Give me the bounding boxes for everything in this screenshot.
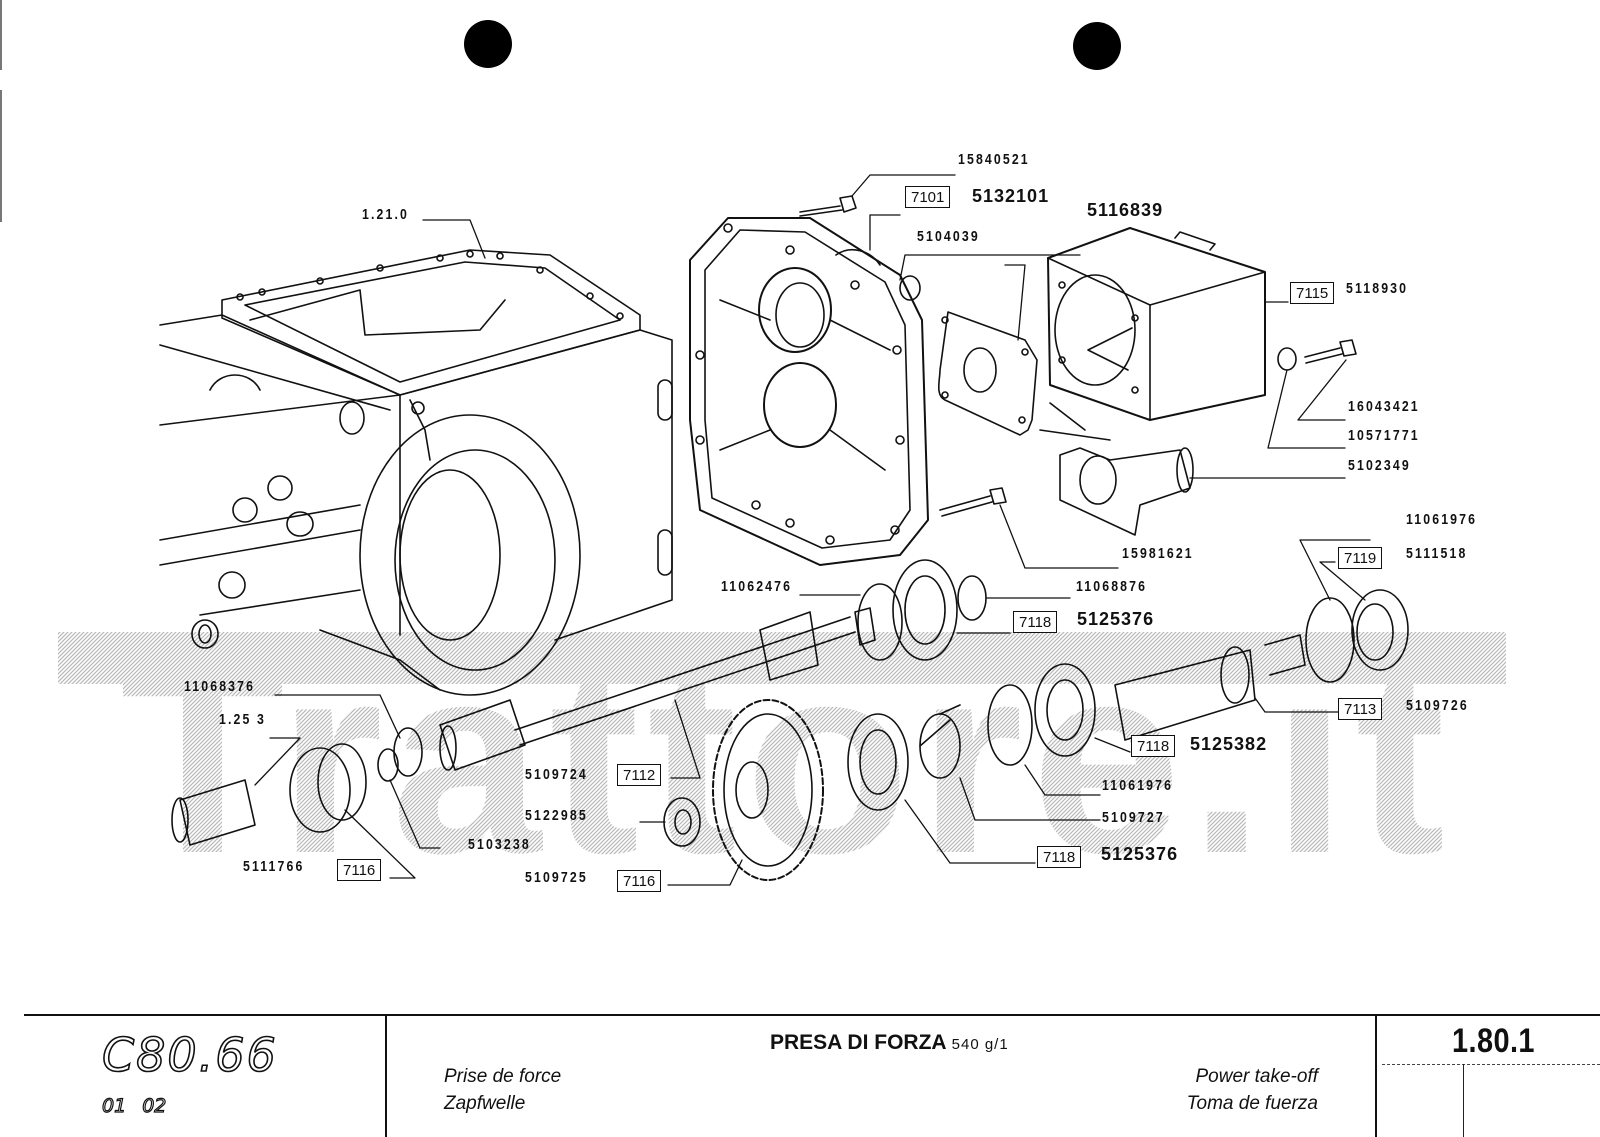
ref-box: 7101 [905, 186, 951, 208]
part-number-label: 5125382 [1190, 734, 1268, 754]
page-edge-mark [0, 0, 2, 70]
part-number-label: 5125376 [1077, 609, 1155, 629]
page-edge-mark [0, 90, 2, 222]
part-number-label: 5118930 [1346, 280, 1409, 297]
bolt [799, 195, 857, 217]
ref-box: 7118 [1131, 735, 1176, 757]
part-number-label: 11061976 [1102, 777, 1174, 794]
ref-box: 7112 [617, 764, 662, 786]
part-number-label: 5109727 [1102, 809, 1165, 826]
part-number-label: 1.21.0 [362, 206, 409, 223]
model-code: C80.66 [101, 1027, 278, 1083]
part-number-label: 11061976 [1406, 511, 1478, 528]
page-title: PRESA DI FORZA 540 g/1 [770, 1031, 1009, 1055]
ball-bearing [892, 559, 958, 661]
snap-ring [857, 583, 903, 661]
snap-ring [987, 684, 1033, 766]
part-number-label: 11068376 [184, 678, 256, 695]
ref-box: 7115 [1290, 282, 1335, 304]
part-number-label: 5104039 [917, 228, 980, 245]
ref-box: 7118 [1013, 611, 1058, 633]
part-number-label: 5109724 [525, 766, 588, 783]
exploded-diagram [159, 174, 1409, 886]
title-spec: 540 g/1 [951, 1036, 1009, 1053]
pto-guard-box [1047, 227, 1266, 421]
drive-gear [712, 699, 824, 881]
title-block-divider [1463, 1064, 1464, 1137]
pto-output-shaft [1114, 634, 1306, 741]
leader-lines [254, 174, 1371, 886]
hex-nut [663, 797, 701, 847]
ref-box: 7113 [1338, 698, 1383, 720]
part-number-label: 16043421 [1348, 398, 1420, 415]
part-number-label: 15981621 [1122, 545, 1194, 562]
part-number-label: 5109726 [1406, 697, 1469, 714]
part-number-label: 5122985 [525, 807, 588, 824]
part-number-label: 11068876 [1076, 578, 1148, 595]
title-english: Power take-off [1195, 1066, 1319, 1087]
title-block-divider [1382, 1064, 1600, 1065]
title-french: Prise de force [444, 1066, 562, 1087]
bolt [1304, 339, 1357, 364]
pto-main-shaft [439, 607, 876, 771]
spacer-bushing [919, 704, 961, 779]
model-subcodes: 01 02 [101, 1094, 167, 1117]
bolt [939, 487, 1007, 517]
page-number: 1.80.1 [1452, 1022, 1535, 1060]
pto-sleeve-flange [1039, 402, 1194, 536]
binder-punch-hole [1073, 22, 1121, 70]
snap-ring [957, 575, 987, 621]
title-italian: PRESA DI FORZA [770, 1031, 946, 1054]
part-number-label: 5132101 [972, 186, 1050, 206]
pto-coupling-sleeve [171, 743, 399, 846]
ball-bearing [847, 713, 909, 811]
washer [1277, 347, 1297, 371]
title-block-divider [385, 1015, 387, 1137]
title-block-border [24, 1014, 1600, 1016]
part-number-label: 5116839 [1087, 200, 1164, 220]
pto-cover-housing [689, 217, 929, 566]
ref-box: 7119 [1338, 547, 1383, 569]
ref-box: 7116 [617, 870, 662, 892]
title-spanish: Toma de fuerza [1186, 1093, 1318, 1114]
ref-box: 7118 [1037, 846, 1082, 868]
part-number-label: 5111518 [1406, 545, 1468, 562]
part-number-label: 5103238 [468, 836, 531, 853]
part-number-label: 11062476 [721, 578, 793, 595]
part-number-label: 5109725 [525, 869, 588, 886]
transmission-housing [159, 249, 673, 696]
part-number-label: 5125376 [1101, 844, 1179, 864]
snap-ring [1305, 597, 1355, 683]
cover-gasket-plate [937, 311, 1038, 436]
title-block-divider [1375, 1015, 1377, 1137]
title-german: Zapfwelle [444, 1093, 526, 1114]
part-number-label: 5111766 [243, 858, 305, 875]
part-number-label: 5102349 [1348, 457, 1411, 474]
part-number-label: 15840521 [958, 151, 1030, 168]
binder-punch-hole [464, 20, 512, 68]
oil-seal [1351, 589, 1409, 671]
part-number-label: 1.25 3 [219, 711, 266, 728]
ball-bearing [1034, 663, 1096, 757]
ref-box: 7116 [337, 859, 382, 881]
part-number-label: 10571771 [1348, 427, 1420, 444]
